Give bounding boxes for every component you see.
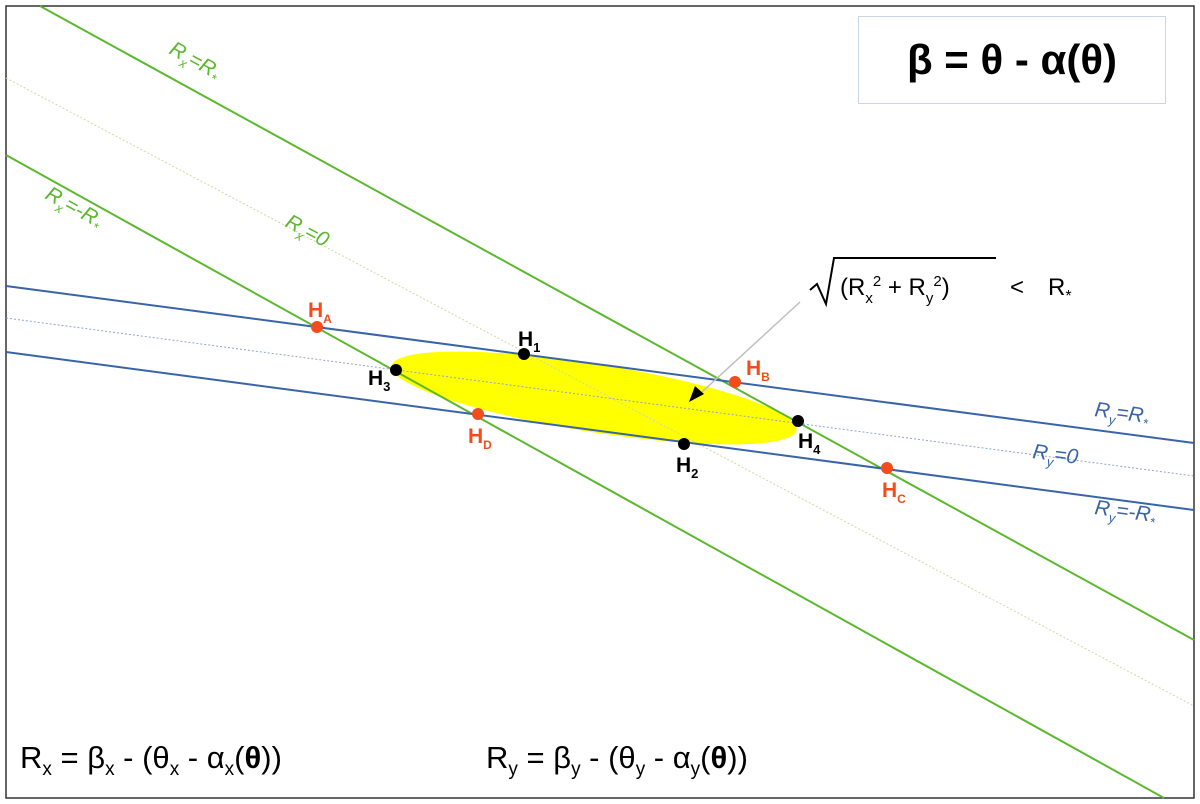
point-h2: [678, 438, 690, 450]
point-ha: [311, 321, 323, 333]
line-rx-minus: [5, 154, 1165, 799]
point-h3: [390, 364, 402, 376]
formula-ry: Ry = βy - (θy - αy(θ)): [486, 740, 748, 780]
label-h2: H2: [676, 454, 698, 481]
diagram-frame: [5, 5, 1195, 799]
formula-rx: Rx = βx - (θx - αx(θ)): [20, 740, 282, 780]
lens-equation: β = θ - α(θ): [906, 36, 1118, 83]
condition-expression: (Rx2 + Ry2): [840, 273, 950, 307]
label-hb: HB: [746, 357, 770, 384]
label-rx-minus: Rx=-R*: [40, 182, 107, 236]
sqrt-sign: [809, 257, 996, 308]
solution-region: [391, 351, 797, 445]
condition-less-than: <: [1010, 274, 1024, 301]
line-ry-minus: [5, 351, 1195, 511]
label-h1: H1: [518, 328, 540, 355]
line-ry-plus: [5, 285, 1195, 444]
point-hc: [881, 462, 893, 474]
label-ry-plus: Ry=R*: [1093, 398, 1151, 432]
label-hc: HC: [882, 479, 906, 506]
point-h1: [518, 348, 530, 360]
line-rx-plus: [39, 5, 1195, 641]
point-hd: [472, 408, 484, 420]
point-hb: [729, 376, 741, 388]
lens-equation-box: β = θ - α(θ): [858, 16, 1166, 104]
condition-rhs: R*: [1048, 274, 1072, 305]
label-ry-zero: Ry=0: [1031, 440, 1080, 473]
condition-pointer-line: [701, 301, 801, 393]
condition-pointer-arrow: [689, 386, 704, 402]
label-ry-minus: Ry=-R*: [1093, 496, 1158, 531]
label-h3: H3: [368, 367, 390, 394]
label-ha: HA: [308, 299, 332, 326]
label-rx-zero: Rx=0: [280, 210, 333, 255]
label-hd: HD: [468, 425, 492, 452]
label-h4: H4: [798, 430, 821, 457]
point-h4: [792, 415, 804, 427]
